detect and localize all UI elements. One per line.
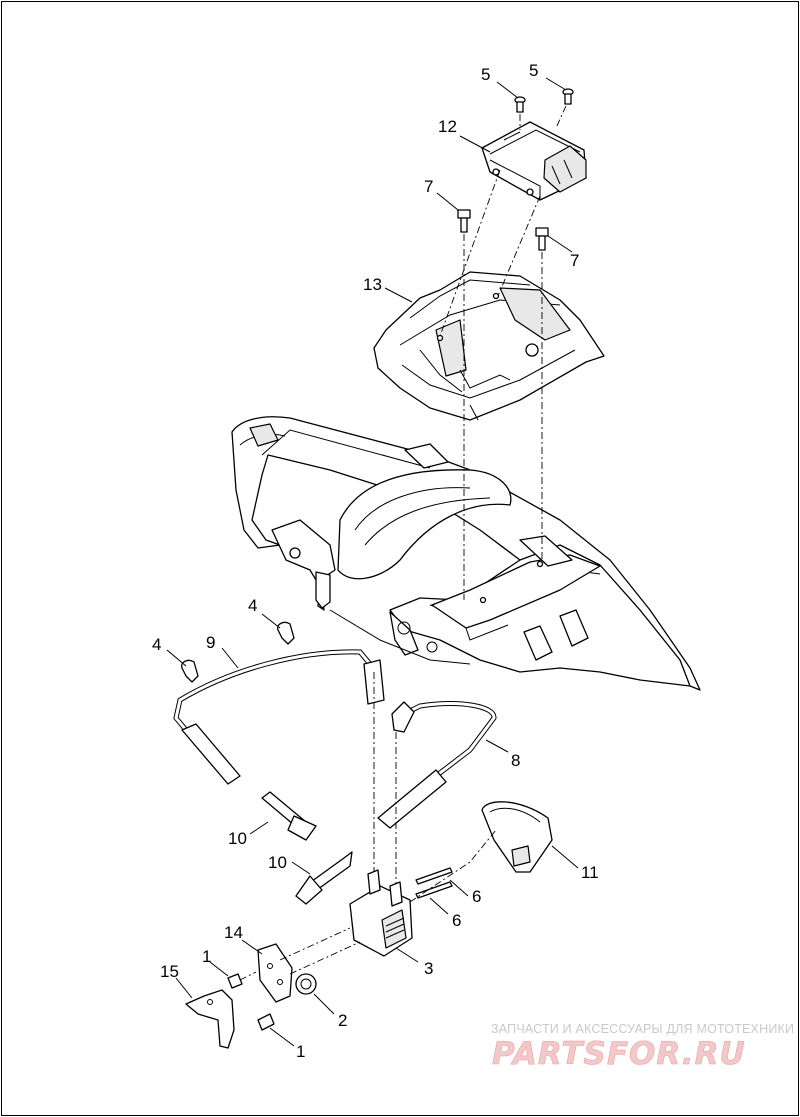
callout-14: 14: [224, 923, 243, 942]
rear-frame: [231, 416, 701, 691]
callout-6-lower: 6: [452, 911, 462, 930]
callout-8: 8: [511, 751, 521, 770]
callout-5-right: 5: [529, 61, 539, 80]
screw-1-upper: [227, 973, 243, 989]
callout-7-left: 7: [424, 177, 434, 196]
bracket-14: [257, 943, 293, 1003]
screw-5-right: [562, 88, 574, 105]
callout-10-upper: 10: [228, 829, 247, 848]
callout-11: 11: [581, 863, 599, 882]
callout-1-upper: 1: [202, 947, 212, 966]
callout-10-lower: 10: [268, 853, 287, 872]
ignition-coil: [349, 672, 413, 957]
nut-2: [295, 973, 317, 995]
callout-12: 12: [438, 117, 457, 136]
spark-plug-10-upper: [261, 791, 317, 841]
clip-4-left: [181, 659, 199, 683]
bracket-15: [185, 989, 235, 1049]
clip-4-right: [277, 621, 295, 645]
callout-4-left: 4: [152, 635, 162, 654]
watermark-logo: PARTSFOR.RU: [492, 1036, 746, 1073]
screw-5-left: [514, 96, 526, 113]
assembly-lines-upper: [439, 105, 567, 600]
callout-6-upper: 6: [472, 887, 482, 906]
callout-3: 3: [424, 959, 434, 978]
leader-lines: [166, 77, 579, 1047]
callout-7-right: 7: [570, 251, 580, 270]
bolt-7-left: [457, 209, 471, 233]
spark-plug-10-lower: [295, 851, 353, 905]
ecm-module: [481, 121, 587, 201]
callout-5-left: 5: [481, 65, 491, 84]
spark-plug-wire-8: [377, 701, 497, 829]
callout-4-right: 4: [248, 596, 258, 615]
ecm-tray: [373, 271, 605, 421]
spark-plug-wire-9: [173, 649, 385, 785]
bolt-6-lower: [415, 881, 453, 899]
bolt-6-upper: [415, 867, 453, 885]
screw-1-lower: [257, 1013, 275, 1031]
callout-1-lower: 1: [296, 1042, 306, 1061]
callout-15: 15: [160, 962, 179, 981]
watermark-caption: ЗАПЧАСТИ И АКСЕССУАРЫ ДЛЯ МОТОТЕХНИКИ: [491, 1022, 795, 1036]
coil-cover: [409, 801, 553, 903]
callout-2: 2: [338, 1011, 348, 1030]
assembly-lines-lower: [239, 927, 361, 981]
callout-9: 9: [206, 633, 216, 652]
bolt-7-right: [535, 227, 549, 251]
callout-13: 13: [363, 275, 382, 294]
